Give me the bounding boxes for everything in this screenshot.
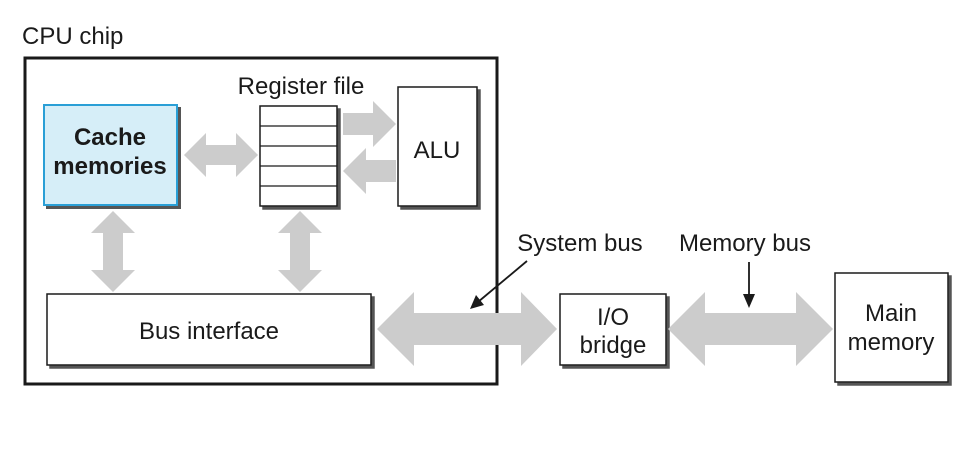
cpu-chip-box [23,56,499,386]
cache-memories-label-line1: Cache [74,124,146,151]
register-file-stack [259,105,338,207]
register-bus-arrow [278,211,322,292]
alu-label: ALU [414,137,461,164]
register-file-dividers [260,125,337,187]
cache-memories-label-line2: memories [53,153,166,180]
alu-to-register-arrow [343,148,396,194]
memory-bus-pointer-head [743,294,755,308]
io-bridge-box [559,293,667,366]
register-file-label: Register file [238,73,365,100]
main-memory-box [834,272,949,383]
main-memory-label-line1: Main [865,300,917,327]
alu-box [397,86,478,207]
io-bridge-label-line2: bridge [580,332,647,359]
cache-register-arrow [184,133,258,177]
cpu-chip-label: CPU chip [22,23,123,50]
system-bus-label: System bus [517,230,642,257]
memory-bus-arrow [668,292,833,366]
io-bridge-label-line1: I/O [597,304,629,331]
bus-interface-label: Bus interface [139,318,279,345]
cache-memories-box [43,104,178,206]
system-bus-pointer-line [477,260,528,303]
bus-interface-box [46,293,372,366]
main-memory-label-line2: memory [848,329,935,356]
cache-bus-arrow [91,211,135,292]
system-bus-pointer-head [470,295,484,309]
register-to-alu-arrow [343,101,396,147]
system-bus-arrow [377,292,557,366]
memory-bus-label: Memory bus [679,230,811,257]
